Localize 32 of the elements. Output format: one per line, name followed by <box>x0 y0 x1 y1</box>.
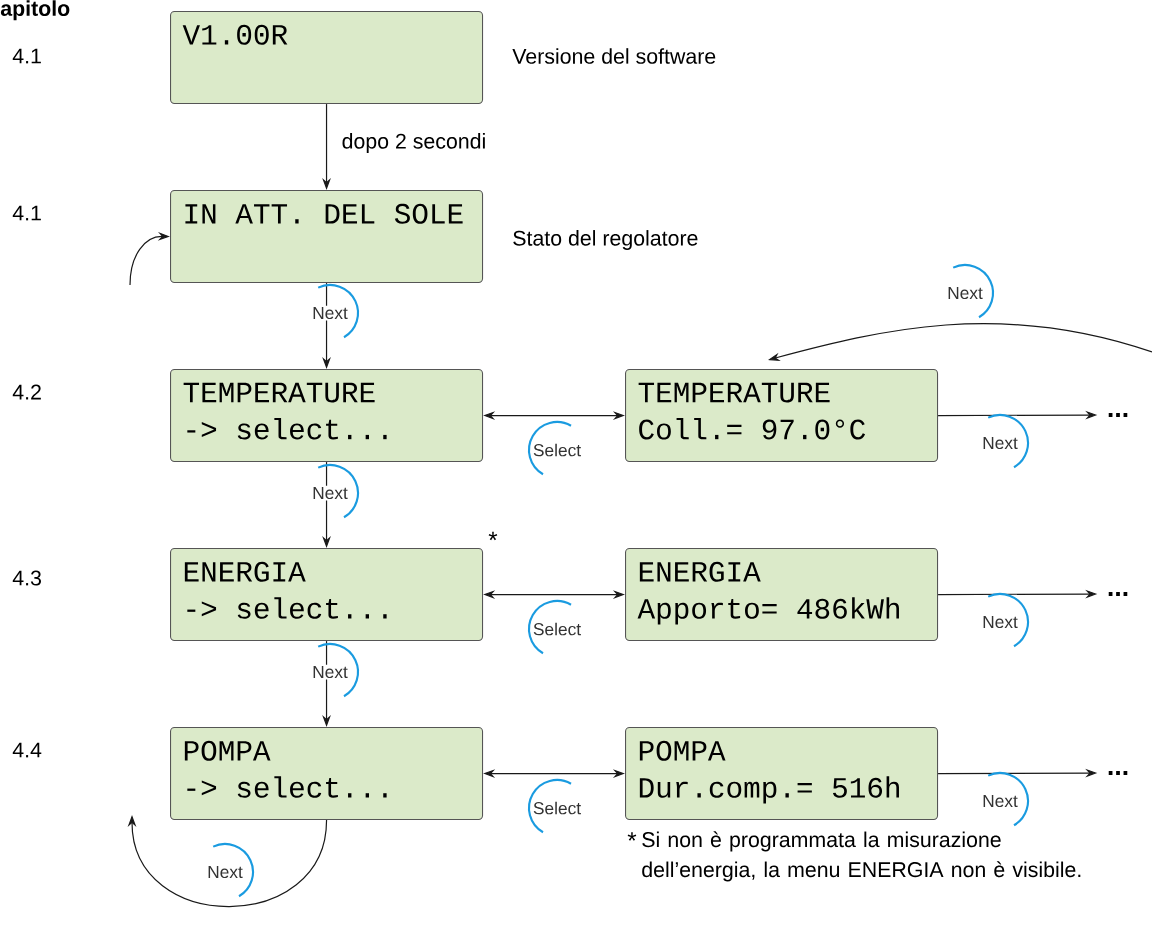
lcd-display: POMPA Dur.comp.= 516h <box>625 727 939 821</box>
key-label: Select <box>527 420 583 476</box>
key-label: Next <box>980 413 1030 469</box>
description-text: Versione del software <box>512 48 716 64</box>
lcd-display: IN ATT. DEL SOLE <box>170 190 484 284</box>
ellipsis: ... <box>1108 771 1128 775</box>
key-label: Next <box>980 592 1030 648</box>
chapter-heading: apitolo <box>0 0 70 21</box>
lcd-display: ENERGIA -> select... <box>170 548 484 642</box>
key-label: Select <box>527 599 583 655</box>
key-label: Select <box>527 778 583 834</box>
description-text: Stato del regolatore <box>513 230 698 250</box>
lcd-display: V1.00R <box>170 11 484 105</box>
lcd-display: TEMPERATURE Coll.= 97.0°C <box>625 369 939 463</box>
key-label: Next <box>980 771 1030 827</box>
key-label: Next <box>310 463 360 519</box>
section-number: 4.1 <box>12 205 41 221</box>
section-number: 4.1 <box>12 48 41 64</box>
section-number: 4.3 <box>12 570 41 586</box>
ellipsis: ... <box>1108 592 1128 596</box>
key-label: Next <box>310 642 360 698</box>
section-number: 4.2 <box>12 384 41 400</box>
lcd-display: TEMPERATURE -> select... <box>170 369 484 463</box>
key-label: Next <box>945 263 995 319</box>
lcd-display: POMPA -> select... <box>170 727 484 821</box>
ellipsis: ... <box>1108 413 1128 417</box>
key-label: Next <box>310 283 360 339</box>
section-number: 4.4 <box>12 742 42 758</box>
key-label: Next <box>205 842 255 898</box>
footnote-mark: * <box>488 531 498 541</box>
lcd-display: ENERGIA Apporto= 486kWh <box>625 548 939 642</box>
edge-label: dopo 2 secondi <box>340 131 488 155</box>
